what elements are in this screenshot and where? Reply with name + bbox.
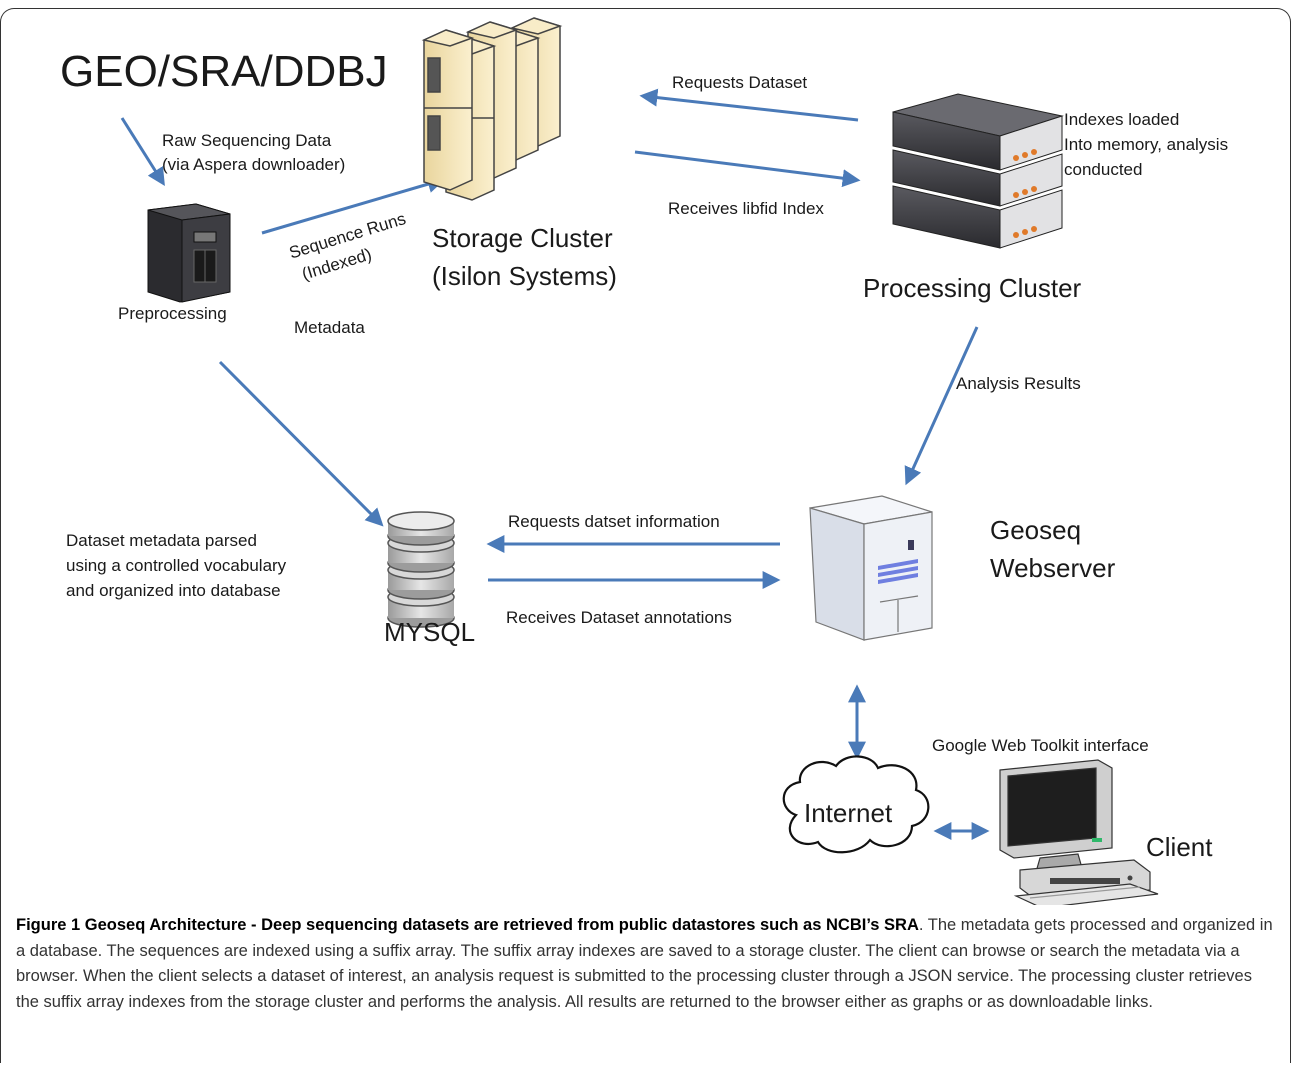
arrow-preprocessing-to-storage <box>261 175 446 235</box>
client-computer-icon <box>999 759 1159 905</box>
requests-info-label: Requests datset information <box>508 512 720 531</box>
dataset-meta-line-1: Dataset metadata parsed <box>66 531 257 550</box>
arrow-preprocessing-to-mysql <box>218 360 384 527</box>
internet-cloud-icon <box>782 755 930 854</box>
storage-cluster-title: Storage Cluster <box>432 223 613 253</box>
requests-dataset-label: Requests Dataset <box>672 73 807 92</box>
indexes-note-line-1: Indexes loaded <box>1064 110 1179 129</box>
webserver-title: Webserver <box>990 553 1116 583</box>
webserver-icon <box>809 495 933 641</box>
caption-title: Figure 1 Geoseq Architecture - Deep sequ… <box>16 916 919 934</box>
storage-cluster-subtitle: (Isilon Systems) <box>432 261 617 291</box>
client-title: Client <box>1146 832 1213 862</box>
arrows <box>120 88 990 840</box>
mysql-title: MYSQL <box>384 617 475 647</box>
metadata-label: Metadata <box>294 318 365 337</box>
storage-cluster-icon <box>421 17 563 201</box>
arrow-geo-to-preprocessing <box>120 117 165 187</box>
dataset-meta-line-2: using a controlled vocabulary <box>66 556 287 575</box>
arrow-requests-dataset <box>639 88 859 122</box>
arrow-analysis-results <box>904 326 979 486</box>
architecture-diagram: GEO/SRA/DDBJ Raw Sequencing Data (via As… <box>60 17 1228 905</box>
raw-data-label-2: (via Aspera downloader) <box>162 155 345 174</box>
arrow-receives-libfid <box>634 150 861 188</box>
processing-cluster-icon <box>892 93 1064 249</box>
indexes-note-line-2: Into memory, analysis <box>1064 135 1228 154</box>
analysis-results-label: Analysis Results <box>956 374 1081 393</box>
receives-annotations-label: Receives Dataset annotations <box>506 608 732 627</box>
internet-label: Internet <box>804 798 893 828</box>
processing-cluster-title: Processing Cluster <box>863 273 1082 303</box>
indexes-note-line-3: conducted <box>1064 160 1142 179</box>
mysql-database-icon <box>387 511 455 628</box>
figure-frame <box>0 8 1291 1063</box>
raw-data-label: Raw Sequencing Data <box>162 131 332 150</box>
gwt-label: Google Web Toolkit interface <box>932 736 1149 755</box>
preprocessing-computer-icon <box>147 203 231 303</box>
dataset-meta-line-3: and organized into database <box>66 581 281 600</box>
caption-body: . The metadata gets processed and organi… <box>16 916 1273 1011</box>
preprocessing-label: Preprocessing <box>118 304 227 323</box>
figure-caption: Figure 1 Geoseq Architecture - Deep sequ… <box>16 913 1278 1015</box>
geo-sra-ddbj-title: GEO/SRA/DDBJ <box>60 47 388 96</box>
geoseq-title: Geoseq <box>990 515 1081 545</box>
receives-libfid-label: Receives libfid Index <box>668 199 824 218</box>
